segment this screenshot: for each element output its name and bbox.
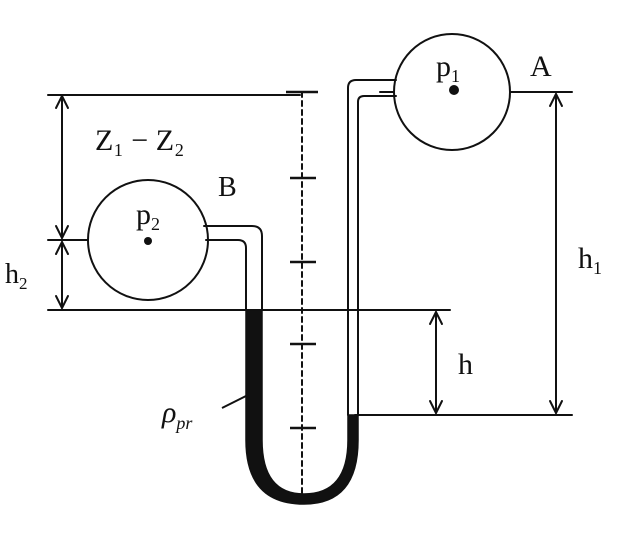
h-arrow-bottom — [429, 400, 443, 414]
label-a: A — [530, 50, 552, 83]
h1-arrow-top — [549, 93, 563, 107]
tube-a-inner — [357, 95, 397, 416]
label-h: h — [458, 348, 473, 381]
point-p1 — [449, 85, 459, 95]
label-p1: p1 — [436, 50, 460, 86]
h2-arrow-bottom — [55, 295, 69, 309]
tube-a-outer — [347, 79, 397, 416]
h-arrow-top — [429, 311, 443, 325]
label-h2: h2 — [5, 259, 28, 293]
label-p2: p2 — [136, 198, 160, 234]
label-rho-pr: ρpr — [161, 396, 193, 433]
label-z-difference: Z₁ − Z₂ — [95, 124, 185, 157]
label-h1: h1 — [578, 242, 602, 278]
manometer-liquid — [245, 309, 359, 505]
tube-b-outer — [203, 225, 263, 311]
z-diff-arrow-bottom — [55, 225, 69, 239]
h1-arrow-bottom — [549, 400, 563, 414]
point-p2 — [144, 237, 152, 245]
tube-b-inner — [205, 239, 247, 311]
z-diff-arrow-top — [55, 95, 69, 109]
scale-ticks — [286, 90, 318, 430]
label-b: B — [218, 172, 237, 203]
rho-leader-line — [221, 394, 249, 409]
h2-arrow-top — [55, 241, 69, 255]
